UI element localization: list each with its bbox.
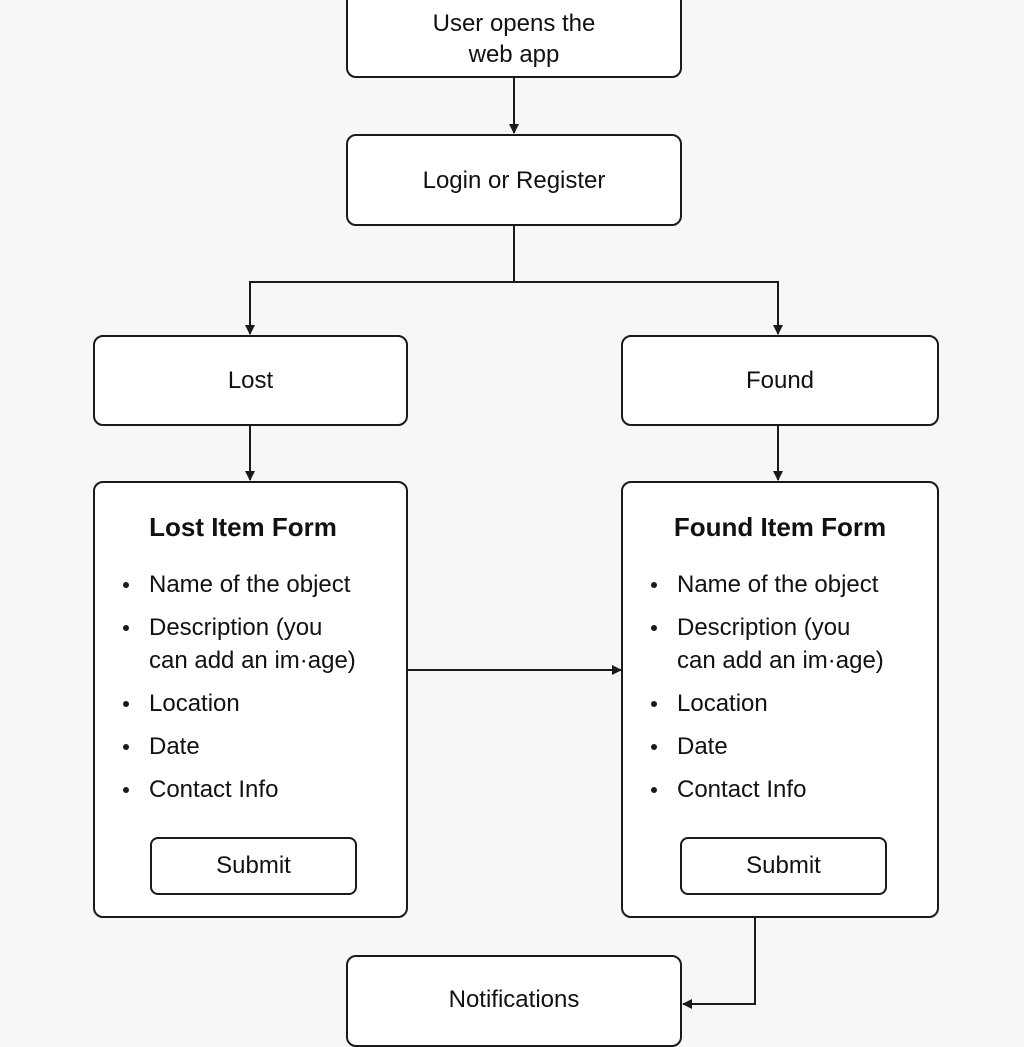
connector-layer [245, 78, 783, 1009]
found-form-field-name: Name of the object [651, 569, 921, 602]
lost-form-field-date: Date [123, 731, 393, 764]
lost-form-field-location-text: Location [149, 689, 240, 717]
lost-node-label: Lost [227, 367, 274, 394]
found-form-field-description-line-2: can add an im·age) [677, 646, 884, 674]
found-form-field-contact-text: Contact Info [677, 775, 807, 803]
start-node-line-1: User opens the [432, 10, 596, 37]
arrow-auth-to-found [514, 281, 783, 335]
lost-form-field-contact-text: Contact Info [149, 775, 279, 803]
lost-form-field-date-text: Date [149, 732, 200, 760]
found-item-form: Found Item Form Name of the object Descr… [621, 481, 939, 918]
found-submit-button[interactable]: Submit [680, 837, 887, 895]
found-form-field-list: Name of the object Description (you can … [651, 569, 921, 817]
found-form-field-date: Date [651, 731, 921, 764]
lost-form-field-contact: Contact Info [123, 774, 393, 807]
found-form-field-location-text: Location [677, 689, 768, 717]
lost-form-field-location: Location [123, 688, 393, 721]
lost-submit-button[interactable]: Submit [150, 837, 357, 895]
found-form-title: Found Item Form [673, 512, 887, 542]
found-form-field-description-line-1: Description (you [677, 614, 851, 641]
start-node: User opens the web app [346, 0, 682, 78]
found-form-field-contact: Contact Info [651, 774, 921, 807]
found-form-field-location: Location [651, 688, 921, 721]
notifications-node-label: Notifications [448, 986, 580, 1013]
found-node: Found [621, 335, 939, 426]
auth-node-label: Login or Register [422, 166, 606, 194]
found-node-label: Found [745, 367, 815, 394]
lost-form-field-description-line-2: can add an im·age) [149, 646, 356, 674]
lost-form-field-name: Name of the object [123, 569, 393, 602]
lost-node: Lost [93, 335, 408, 426]
lost-form-field-description: Description (you can add an im·age) [123, 612, 393, 677]
arrow-found-form-to-notifications [682, 918, 756, 1009]
start-node-line-2: web app [468, 41, 560, 68]
lost-form-field-description-line-1: Description (you [149, 614, 323, 641]
auth-node: Login or Register [346, 134, 682, 226]
found-form-field-name-text: Name of the object [677, 571, 879, 598]
notifications-node: Notifications [346, 955, 682, 1047]
lost-form-title: Lost Item Form [149, 512, 337, 542]
found-form-field-date-text: Date [677, 732, 728, 760]
lost-item-form: Lost Item Form Name of the object Descri… [93, 481, 408, 918]
lost-form-field-list: Name of the object Description (you can … [123, 569, 393, 817]
branch-connector [245, 226, 515, 335]
lost-form-field-name-text: Name of the object [149, 571, 351, 598]
found-form-field-description: Description (you can add an im·age) [651, 612, 921, 677]
